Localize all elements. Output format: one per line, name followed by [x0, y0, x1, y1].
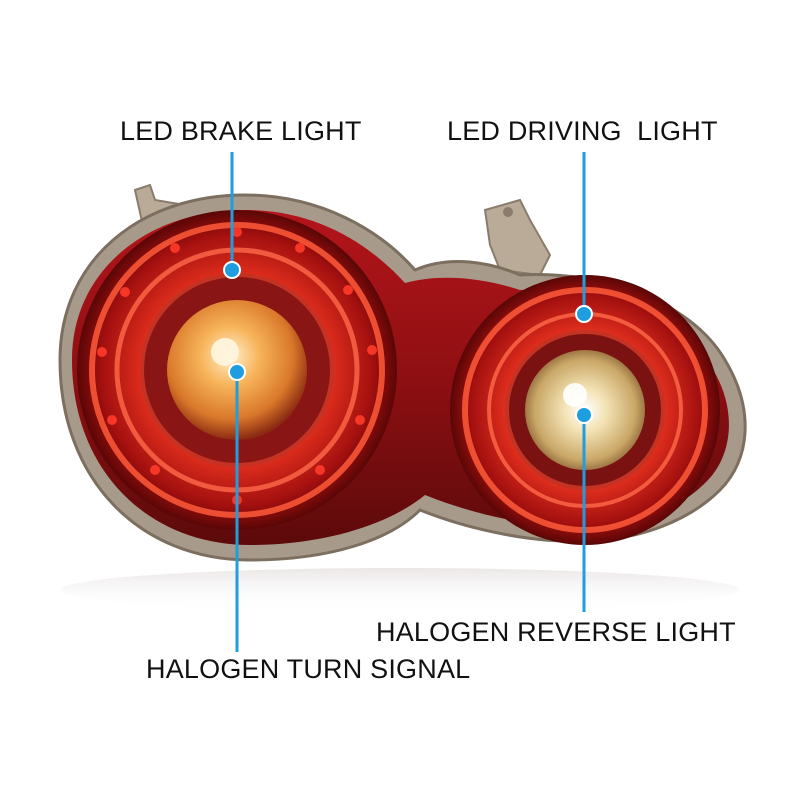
callout-lines [230, 152, 586, 652]
reverse-light-marker [575, 406, 593, 424]
label-led-driving-light: LED DRIVING LIGHT [447, 116, 718, 146]
right-mounting-bracket [483, 198, 552, 277]
label-led-brake-light: LED BRAKE LIGHT [120, 116, 362, 146]
driving-light-marker [575, 305, 593, 323]
bracket-hole [503, 207, 513, 217]
label-halogen-reverse-light: HALOGEN REVERSE LIGHT [376, 617, 736, 647]
floor-reflection [60, 568, 740, 612]
label-halogen-turn-signal: HALOGEN TURN SIGNAL [146, 654, 471, 684]
brake-light-marker [223, 261, 241, 279]
turn-signal-marker [228, 363, 246, 381]
